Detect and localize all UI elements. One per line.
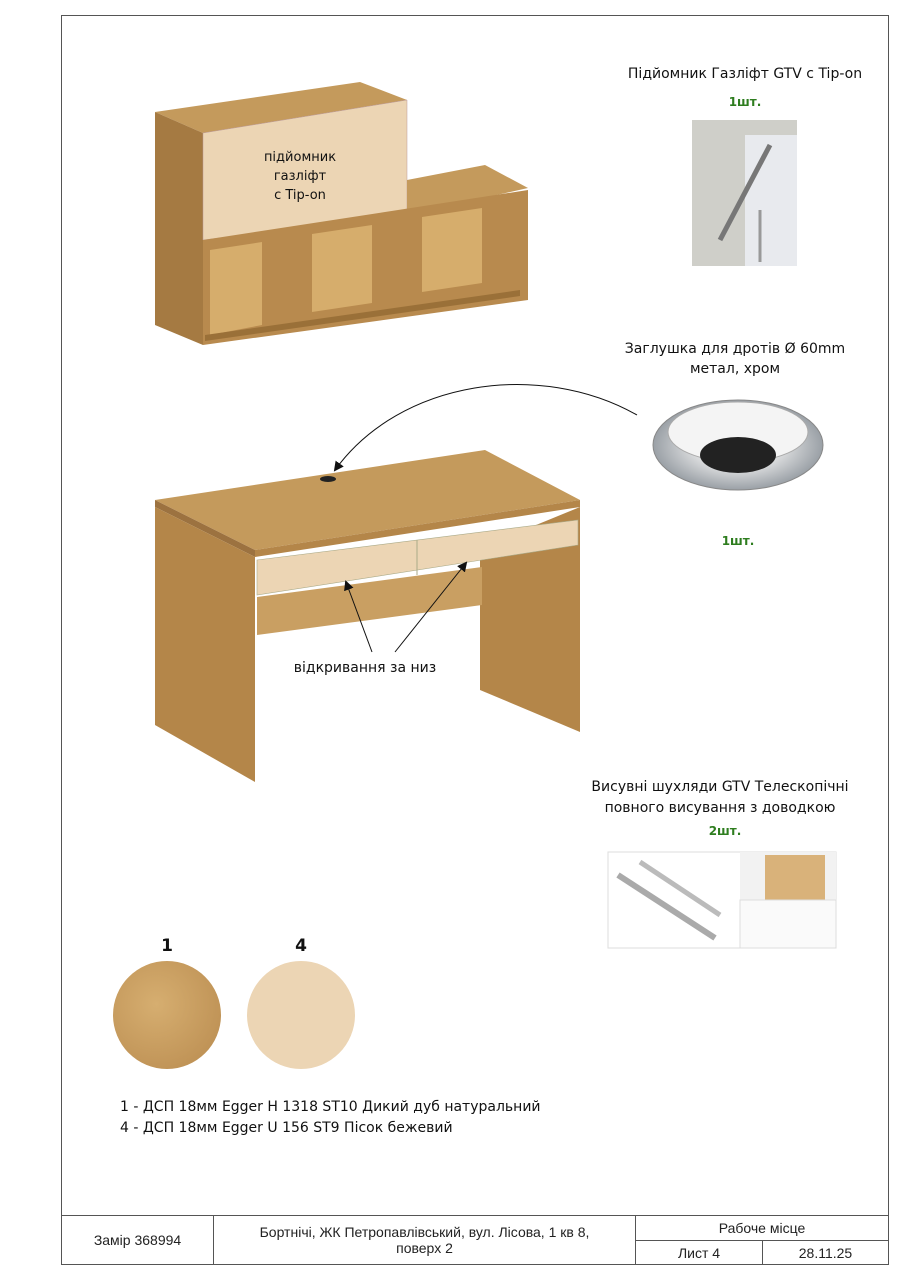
item-title: Висувні шухляди GTV Телескопічні [591,779,849,795]
name-cell: Рабоче місце [635,1215,889,1241]
item-title: Підйомник Газліфт GTV с Tip-on [627,66,863,82]
swatch-beige [247,961,355,1069]
date-cell: 28.11.25 [762,1240,889,1265]
item-subtitle: метал, хром [689,361,781,377]
address-line: Бортнічі, ЖК Петропавлівський, вул. Лісо… [259,1224,590,1240]
swatch-number: 1 [161,936,173,956]
desk [155,450,580,782]
item-title: Заглушка для дротів Ø 60mm [624,341,846,357]
swatch-number: 4 [295,936,307,956]
item-qty: 1шт. [728,95,762,109]
cable-grommet-photo [652,399,824,491]
drawer-open-annotation: відкривання за низ [293,660,437,676]
lift-annotation-line: газліфт [273,169,327,184]
order-cell: Замір 368994 [61,1215,214,1265]
gaslift-photo [692,120,797,266]
material-line: 1 - ДСП 18мм Egger H 1318 ST10 Дикий дуб… [120,1099,541,1115]
item-subtitle: повного висування з доводкою [604,800,836,816]
material-line: 4 - ДСП 18мм Egger U 156 ST9 Пісок бежев… [120,1120,453,1136]
materials-legend: 1 - ДСП 18мм Egger H 1318 ST10 Дикий дуб… [120,1097,541,1139]
item-qty: 1шт. [721,534,755,548]
lift-annotation: підйомник газліфт с Tip-on [240,148,360,205]
drawer-slide-photo [607,851,837,949]
lift-annotation-line: підйомник [263,150,337,165]
address-line: поверх 2 [396,1240,453,1256]
lift-annotation-line: с Tip-on [274,188,326,203]
swatch-oak [113,961,221,1069]
item-qty: 2шт. [708,824,742,838]
sheet-cell: Лист 4 [635,1240,763,1265]
address-cell: Бортнічі, ЖК Петропавлівський, вул. Лісо… [213,1215,636,1265]
wall-cabinet [155,82,528,345]
